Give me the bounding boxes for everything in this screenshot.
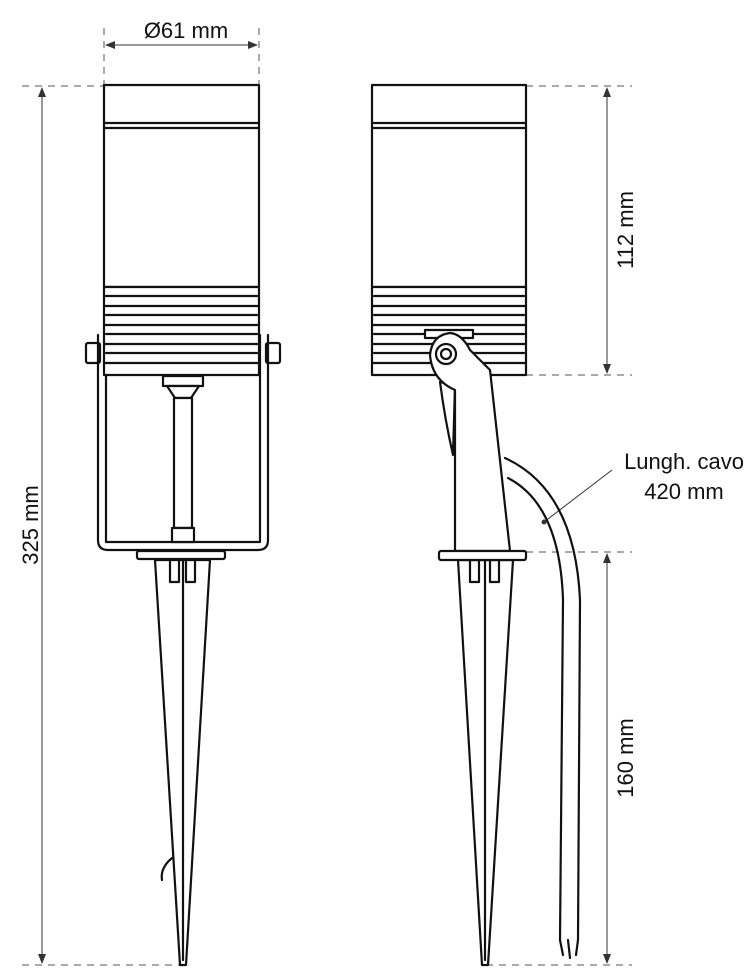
- diameter-label: Ø61 mm: [144, 18, 228, 43]
- dimension-head-height: 112 mm: [526, 85, 638, 376]
- dimension-spike-length: 160 mm: [486, 551, 638, 966]
- cable-label-line2: 420 mm: [644, 479, 723, 504]
- front-view-lamp: [84, 83, 282, 967]
- side-fins: [370, 285, 528, 377]
- dimension-diameter: Ø61 mm: [103, 18, 260, 85]
- dimension-total-height: 325 mm: [18, 85, 183, 966]
- cable-label-line1: Lungh. cavo: [624, 449, 744, 474]
- head-height-label: 112 mm: [613, 191, 638, 269]
- side-view-lamp: [370, 83, 582, 967]
- spike-length-label: 160 mm: [613, 718, 638, 797]
- front-fins: [102, 285, 261, 377]
- total-height-label: 325 mm: [18, 485, 43, 564]
- cable-length-callout: Lungh. cavo 420 mm: [541, 449, 744, 525]
